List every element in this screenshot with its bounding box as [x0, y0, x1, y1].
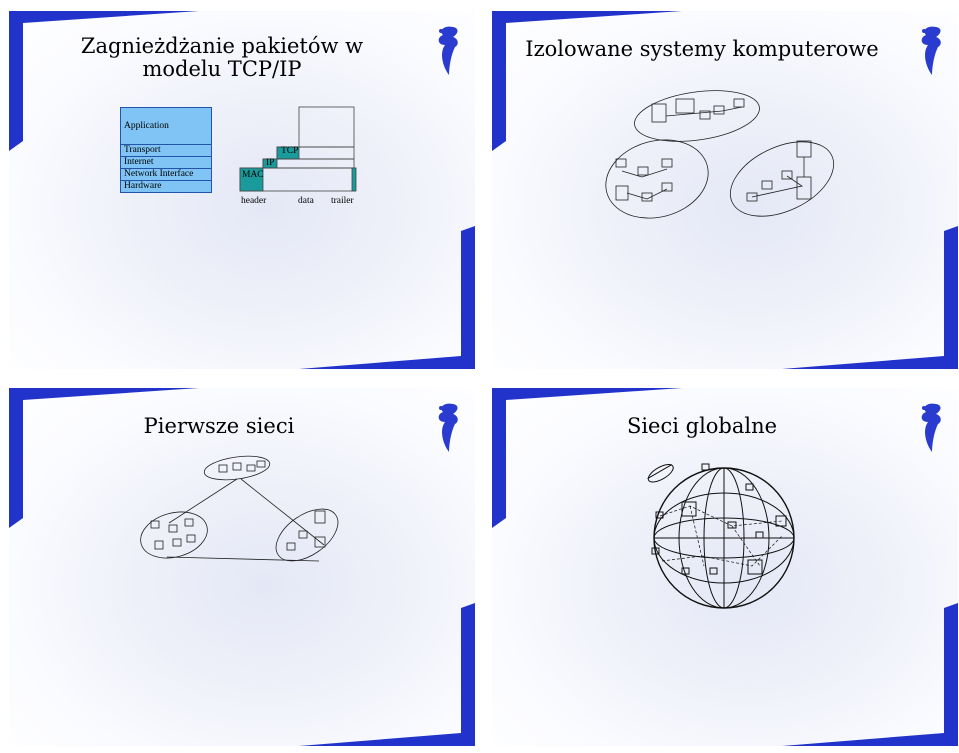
logo-icon — [921, 403, 941, 452]
packet-mac-label: MAC — [242, 170, 264, 180]
server-icon — [154, 540, 164, 550]
computer-icon — [661, 158, 673, 168]
layer-internet: Internet — [121, 156, 211, 168]
satellite-icon — [647, 464, 674, 483]
server-icon — [775, 515, 787, 527]
tcpip-layer-stack: Application Transport Internet Network I… — [120, 107, 212, 193]
computer-icon — [655, 511, 664, 519]
slide-tcpip-nesting: Zagnieżdżanie pakietów w modelu TCP/IP A… — [9, 11, 475, 369]
slide-title: Zagnieżdżanie pakietów w modelu TCP/IP — [80, 34, 364, 81]
layer-application: Application — [124, 120, 169, 131]
layer-transport: Transport — [121, 144, 211, 156]
computer-icon — [172, 538, 182, 547]
slide-title: Sieci globalne — [626, 414, 778, 438]
server-icon — [681, 501, 697, 517]
server-icon — [615, 185, 629, 201]
computer-icon — [755, 531, 764, 539]
logo-icon — [438, 26, 458, 75]
printer-icon — [314, 510, 326, 524]
computer-icon — [713, 105, 725, 115]
packet-data-label: data — [298, 196, 314, 206]
computer-icon — [651, 547, 660, 555]
computer-icon — [615, 158, 627, 168]
printer-icon — [651, 103, 667, 123]
server-icon — [314, 536, 326, 548]
computer-icon — [641, 192, 653, 202]
computer-icon — [709, 567, 718, 575]
slide-isolated-systems: Izolowane systemy komputerowe — [492, 11, 958, 369]
slide-global-networks: Sieci globalne — [492, 388, 958, 746]
isolated-networks-diagram — [605, 90, 835, 219]
computer-icon — [745, 483, 754, 491]
computer-icon — [168, 524, 178, 533]
computer-icon — [637, 166, 649, 176]
packet-diagram — [239, 106, 357, 192]
slide-first-networks: Pierwsze sieci — [9, 388, 475, 746]
printer-icon — [796, 140, 812, 158]
computer-icon — [150, 520, 160, 529]
layer-network-interface: Network Interface — [121, 168, 211, 180]
layer-hardware: Hardware — [121, 180, 211, 192]
computer-icon — [218, 464, 228, 473]
logo-icon — [921, 26, 941, 75]
logo-icon — [438, 403, 458, 452]
computer-icon — [699, 110, 711, 120]
computer-icon — [781, 170, 793, 180]
computer-icon — [286, 542, 296, 551]
computer-icon — [298, 530, 308, 539]
computer-icon — [186, 534, 196, 543]
computer-icon — [761, 180, 773, 190]
packet-tcp-label: TCP — [281, 146, 299, 156]
packet-ip-label: IP — [266, 158, 275, 168]
slide-title: Pierwsze sieci — [143, 414, 295, 438]
computer-icon — [733, 98, 745, 108]
computer-icon — [246, 464, 256, 472]
computer-icon — [727, 521, 737, 529]
server-icon — [232, 462, 242, 471]
computer-icon — [661, 182, 673, 192]
globe-icon — [647, 463, 795, 609]
slide-title: Izolowane systemy komputerowe — [525, 37, 879, 61]
computer-icon — [746, 192, 758, 202]
server-icon — [747, 559, 763, 575]
computer-icon — [256, 460, 266, 468]
computer-icon — [701, 463, 710, 471]
computer-icon — [681, 567, 690, 575]
packet-header-label: header — [241, 196, 267, 206]
first-networks-diagram — [140, 455, 339, 562]
computer-icon — [184, 518, 194, 527]
server-icon — [675, 98, 695, 114]
packet-trailer-label: trailer — [331, 196, 354, 206]
server-icon — [796, 176, 812, 200]
